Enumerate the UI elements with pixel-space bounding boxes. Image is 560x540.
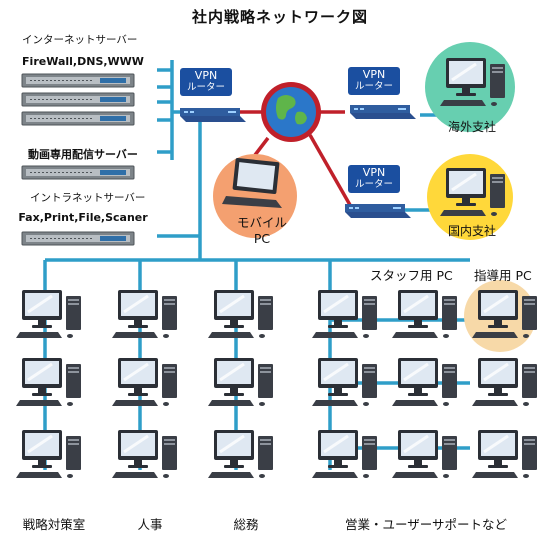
pc <box>310 428 379 480</box>
intranet-server-label: Fax,Print,File,Scaner <box>18 211 148 224</box>
pc <box>110 428 179 480</box>
pc <box>14 428 83 480</box>
vpn-label: VPN <box>194 69 218 82</box>
pc <box>110 288 179 340</box>
internet-server-label: FireWall,DNS,WWW <box>22 55 144 68</box>
vpn-router-main-tag: VPN ルーター <box>180 68 232 96</box>
overseas-branch-label: 海外支社 <box>448 120 497 134</box>
instructor-pc-label: 指導用 PC <box>474 268 532 283</box>
router-label: ルーター <box>354 81 393 92</box>
intranet-server-caption: イントラネットサーバー <box>30 192 146 204</box>
streaming-server-label: 動画専用配信サーバー <box>28 148 138 161</box>
pc <box>14 288 83 340</box>
pc <box>110 356 179 408</box>
dept-label-general: 総務 <box>233 517 259 532</box>
pc <box>206 356 275 408</box>
pc <box>206 288 275 340</box>
dept-label-hr: 人事 <box>137 517 163 532</box>
domestic-branch-label: 国内支社 <box>448 224 497 238</box>
mobile-pc-line2: PC <box>253 231 271 246</box>
internet-server-caption: インターネットサーバー <box>22 34 138 46</box>
mobile-pc-icon <box>213 154 297 238</box>
vpn-label: VPN <box>362 166 386 179</box>
mobile-pc-line1: モバイル <box>236 215 287 230</box>
pc <box>390 356 459 408</box>
domestic-branch-icon <box>427 154 513 240</box>
page-title: 社内戦略ネットワーク図 <box>191 8 368 26</box>
internet-globe <box>261 82 321 142</box>
router-label: ルーター <box>354 179 393 190</box>
pc <box>390 288 459 340</box>
instructor-pc <box>470 288 539 340</box>
mobile-pc-label: モバイル PC <box>232 212 292 246</box>
pc <box>310 288 379 340</box>
staff-pc-label: スタッフ用 PC <box>370 268 453 283</box>
pc <box>390 428 459 480</box>
vpn-router-domestic-tag: VPN ルーター <box>348 165 400 193</box>
dept-label-sales: 営業・ユーザーサポートなど <box>344 517 507 532</box>
pc <box>206 428 275 480</box>
dept-label-strategy: 戦略対策室 <box>22 517 86 532</box>
overseas-branch-icon <box>425 42 515 132</box>
vpn-label: VPN <box>362 68 386 81</box>
internet-links <box>240 110 352 206</box>
pc <box>470 428 539 480</box>
vpn-router-overseas-tag: VPN ルーター <box>348 67 400 95</box>
pc <box>14 356 83 408</box>
pc <box>310 356 379 408</box>
pc <box>470 356 539 408</box>
router-label: ルーター <box>186 82 225 93</box>
